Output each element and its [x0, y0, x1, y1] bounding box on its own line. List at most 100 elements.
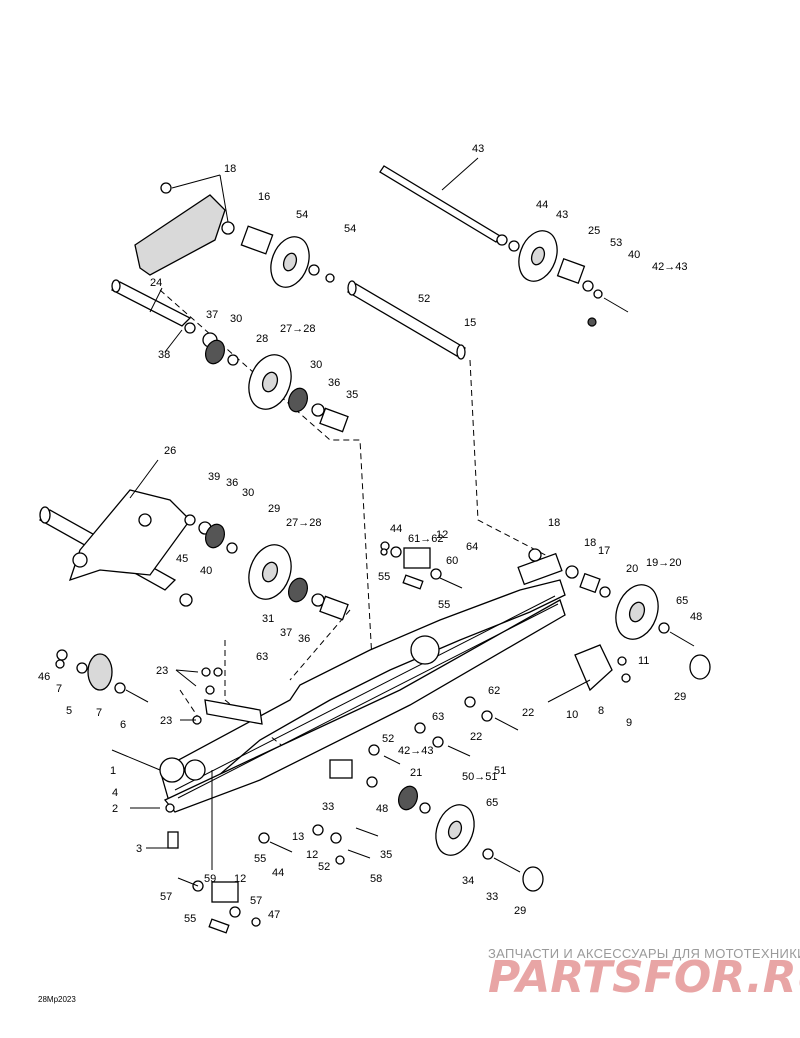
plate-part: [574, 644, 613, 692]
watermark-logo: PARTSFOR.RU: [488, 952, 800, 1003]
callout-label: 18: [584, 537, 596, 549]
bearing-part: [204, 339, 226, 365]
main-rail-group: [159, 552, 613, 813]
callout-label: 7: [56, 683, 62, 695]
callout-label: 42→43: [652, 261, 687, 273]
callout-label: 27→28: [280, 323, 315, 335]
callout-label: 29: [674, 691, 686, 703]
callout-label: 16: [258, 191, 270, 203]
callout-label: 44: [536, 199, 548, 211]
callout-label: 54: [296, 209, 308, 221]
stopper-part: [403, 547, 431, 569]
callout-label: 59: [204, 873, 216, 885]
callout-label: 2: [112, 803, 118, 815]
callout-label: 29: [268, 503, 280, 515]
callout-label: 45: [176, 553, 188, 565]
callout-label: 52: [318, 861, 330, 873]
bearing-part: [397, 785, 419, 811]
callout-label: 7: [96, 707, 102, 719]
callout-label: 65: [486, 797, 498, 809]
callout-label: 23: [160, 715, 172, 727]
bearing-part: [287, 577, 309, 603]
callout-label: 10: [566, 709, 578, 721]
callout-label: 21: [410, 767, 422, 779]
spacer-part: [556, 257, 586, 285]
callout-label: 11: [638, 655, 649, 667]
callout-label: 44: [272, 867, 284, 879]
callout-label: 37: [206, 309, 218, 321]
callout-label: 55: [254, 853, 266, 865]
callout-label: 61→62: [408, 533, 443, 545]
rear-arm-group: [38, 489, 349, 621]
callout-label: 58: [370, 873, 382, 885]
front-part-group: [56, 649, 179, 849]
callout-label: 60: [446, 555, 458, 567]
callout-label: 9: [626, 717, 632, 729]
callout-label: 46: [38, 671, 50, 683]
upper-right-shaft-group: [379, 165, 629, 327]
callout-label: 36: [226, 477, 238, 489]
callout-label: 28: [256, 333, 268, 345]
axle-24-group: [110, 279, 349, 433]
lower-wheels-group: [258, 548, 711, 892]
callout-label: 43: [472, 143, 484, 155]
callout-label: 62: [488, 685, 500, 697]
callout-label: 34: [462, 875, 474, 887]
callout-label: 26: [164, 445, 176, 457]
callout-label: 57: [250, 895, 262, 907]
callout-label: 39: [208, 471, 220, 483]
callout-label: 23: [156, 665, 168, 677]
callout-label: 8: [598, 705, 604, 717]
stopper-group: [55, 541, 463, 934]
callout-label: 17: [598, 545, 610, 557]
callout-label: 35: [346, 389, 358, 401]
washer-part: [160, 182, 172, 194]
callout-label: 24: [150, 277, 162, 289]
callout-label: 18: [548, 517, 560, 529]
bearing-part: [287, 387, 309, 413]
bumper-part: [87, 653, 113, 691]
callout-label: 48: [376, 803, 388, 815]
callout-label: 63: [432, 711, 444, 723]
callout-label: 65: [676, 595, 688, 607]
shaft-49-group: [346, 280, 467, 360]
spacer-part: [240, 225, 274, 255]
callout-label: 55: [184, 913, 196, 925]
callout-label: 12: [234, 873, 246, 885]
callout-label: 12: [436, 529, 448, 541]
stopper-part: [211, 881, 239, 903]
callout-label: 20: [626, 563, 638, 575]
callout-label: 64: [466, 541, 478, 553]
callout-label: 36: [328, 377, 340, 389]
callout-label: 18: [224, 163, 236, 175]
watermark: ЗАПЧАСТИ И АКСЕССУАРЫ ДЛЯ МОТОТЕХНИКИ PA…: [488, 946, 800, 1003]
callout-label: 48: [690, 611, 702, 623]
callout-label: 50→51: [462, 771, 497, 783]
callout-label: 52: [418, 293, 430, 305]
shaft-part: [379, 165, 501, 243]
callout-label: 29: [514, 905, 526, 917]
callout-label: 43: [556, 209, 568, 221]
callout-label: 27→28: [286, 517, 321, 529]
callout-label: 12: [306, 849, 318, 861]
callout-label: 35: [380, 849, 392, 861]
callout-label: 1: [110, 765, 116, 777]
callout-label: 40: [628, 249, 640, 261]
slide-rail-part: [159, 579, 566, 806]
upper-left-wheel-group: [134, 182, 335, 288]
callout-label: 47: [268, 909, 280, 921]
callout-label: 37: [280, 627, 292, 639]
callout-label: 3: [136, 843, 142, 855]
spacer-part: [319, 407, 349, 433]
callout-label: 33: [486, 891, 498, 903]
callout-label: 52: [382, 733, 394, 745]
callout-label: 42→43: [398, 745, 433, 757]
callout-label: 4: [112, 787, 118, 799]
callout-label: 22: [470, 731, 482, 743]
guide-plate-part: [134, 194, 226, 276]
callout-label: 6: [120, 719, 126, 731]
callout-label: 36: [298, 633, 310, 645]
callout-label: 22: [522, 707, 534, 719]
washer-part: [221, 221, 235, 235]
